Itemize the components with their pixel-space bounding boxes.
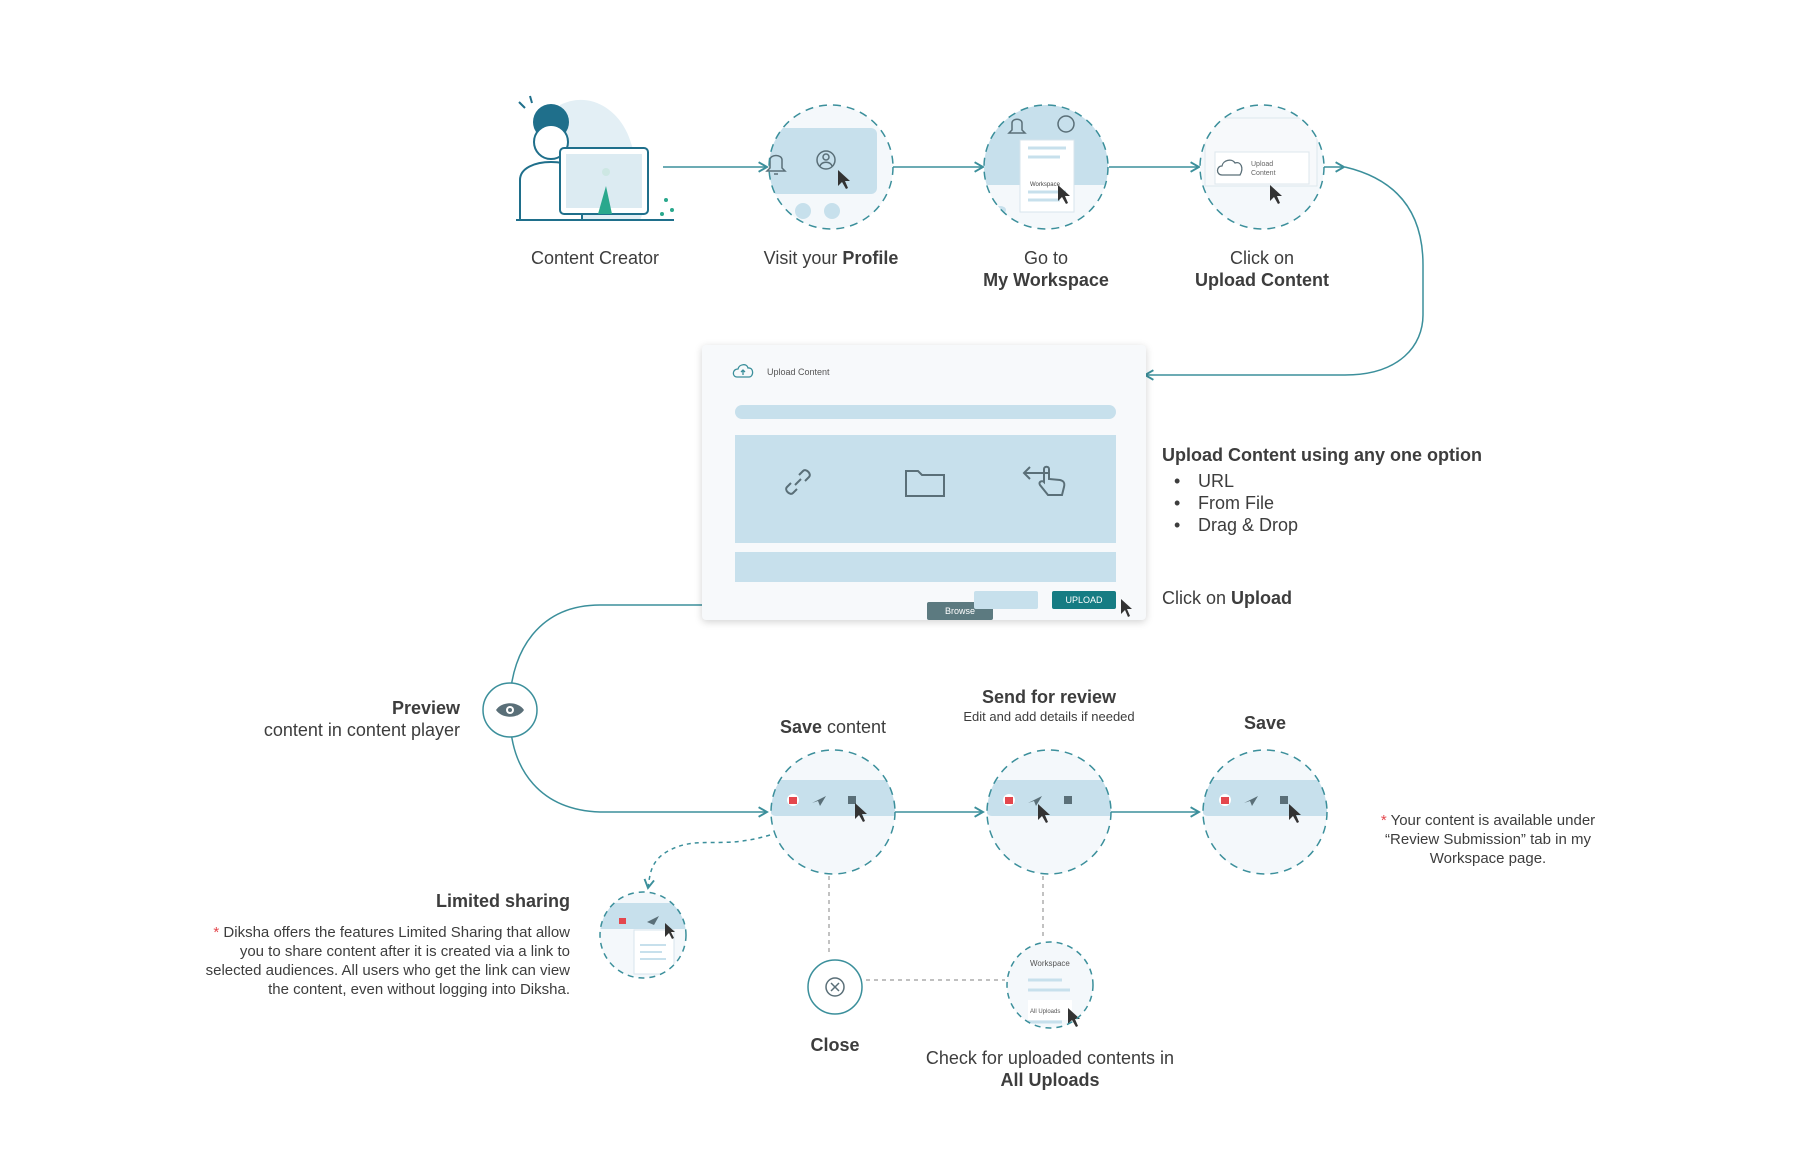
details-field[interactable] (735, 552, 1116, 582)
send-icon (647, 916, 659, 925)
workspace-step-thumbnail: Workspace (983, 104, 1109, 230)
link-icon[interactable] (781, 465, 815, 499)
option-from-file: From File (1174, 492, 1522, 514)
limited-sharing-title: Limited sharing (435, 891, 570, 911)
upload-options-heading: Upload Content using any one option (1162, 445, 1482, 465)
send-icon (812, 796, 826, 806)
cancel-button[interactable] (974, 591, 1038, 609)
profile-step-thumbnail (765, 104, 894, 230)
upload-step-thumbnail: Upload Content (1199, 104, 1325, 230)
thumb-workspace-text: Workspace (1030, 959, 1070, 968)
upload-options: Upload Content using any one option URL … (1162, 444, 1522, 536)
visit-profile-label: Visit your Profile (763, 248, 899, 268)
send-review-thumbnail (986, 749, 1112, 875)
click-upload-label: Click on Upload (1162, 588, 1293, 608)
close-circle (807, 959, 863, 1015)
review-submission-note: * Your content is available under “Revie… (1380, 812, 1596, 867)
folder-icon[interactable] (903, 465, 947, 499)
dashed-grey-links (828, 876, 1044, 981)
content-creator-label: Content Creator (530, 248, 660, 268)
cursor-icon (1270, 185, 1282, 204)
cursor-icon (855, 803, 867, 822)
option-drag-drop: Drag & Drop (1174, 514, 1522, 536)
drag-drop-hand-icon[interactable] (1022, 463, 1070, 499)
save-icon (848, 796, 856, 804)
close-label: Close (810, 1035, 860, 1055)
save-label: Save (1243, 713, 1287, 733)
preview-eye-circle (482, 682, 538, 738)
limited-sharing-thumbnail (599, 891, 687, 979)
cursor-icon (1289, 804, 1301, 823)
send-icon (1028, 796, 1042, 806)
cursor-icon (1038, 804, 1050, 823)
all-uploads-thumbnail: Workspace All Uploads (1006, 941, 1094, 1029)
thumb-all-uploads-text: All Uploads (1030, 1009, 1060, 1015)
cursor-icon (665, 923, 675, 939)
thumb-workspace-label: Workspace (1030, 182, 1061, 188)
upload-content-panel: Upload Content Browse UPLOAD (702, 345, 1146, 620)
save-thumbnail (1202, 749, 1328, 875)
upload-button[interactable]: UPLOAD (1052, 591, 1116, 609)
gift-icon (619, 918, 626, 924)
user-icon (816, 150, 836, 170)
send-icon (1244, 796, 1258, 806)
save-icon (1064, 796, 1072, 804)
panel-title: Upload Content (767, 367, 830, 377)
cloud-upload-icon (1216, 159, 1243, 176)
drop-zone[interactable]: Browse (735, 435, 1116, 620)
bell-icon (1007, 118, 1027, 134)
save-content-label: Save content (779, 717, 887, 737)
cursor-icon (1058, 185, 1070, 204)
thumb-upload-label-1: Upload (1251, 161, 1273, 168)
cursor-icon (1068, 1008, 1080, 1027)
limited-sharing-note: * Diksha offers the features Limited Sha… (205, 924, 570, 998)
url-input[interactable] (735, 405, 1116, 419)
close-icon (825, 977, 845, 997)
upload-options-list: URL From File Drag & Drop (1162, 470, 1522, 536)
content-creator-illustration (516, 95, 674, 221)
option-url: URL (1174, 470, 1522, 492)
save-content-thumbnail (770, 749, 896, 875)
user-icon (1057, 115, 1075, 133)
cursor-icon (838, 170, 850, 189)
cursor-icon (1121, 599, 1132, 617)
save-icon (1280, 796, 1288, 804)
connectors (509, 161, 1424, 890)
cloud-upload-icon (732, 364, 754, 378)
thumb-upload-label-2: Content (1251, 170, 1276, 177)
